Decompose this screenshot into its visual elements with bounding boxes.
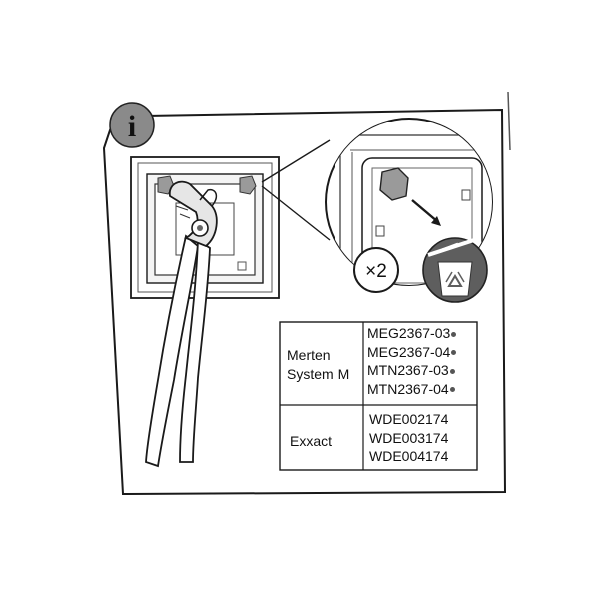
brand-line: Exxact: [290, 433, 333, 449]
product-code: MEG2367-04: [367, 343, 457, 362]
bullet-dot: [449, 387, 455, 393]
removed-clip: [379, 167, 409, 201]
product-code: WDE004174: [369, 448, 449, 464]
table-row-merten-codes: MEG2367-03 MEG2367-04 MTN2367-03 MTN2367…: [367, 324, 457, 399]
product-code: MTN2367-04: [367, 380, 456, 399]
info-icon: i: [109, 102, 155, 148]
frame-screw-hole: [237, 261, 247, 271]
zoom-detail: [325, 118, 493, 286]
info-icon-letter: i: [128, 110, 136, 143]
bullet-dot: [451, 350, 457, 356]
zoom-connector-top: [261, 139, 331, 183]
brand-line: Merten: [287, 347, 331, 363]
bullet-dot: [451, 331, 457, 337]
brand-line: System M: [287, 365, 350, 382]
discard-arrow: [411, 199, 439, 223]
product-code: MTN2367-03: [367, 361, 456, 380]
table-row-exxact-brand: Exxact: [290, 432, 332, 451]
product-code: WDE002174: [369, 411, 449, 427]
bullet-dot: [449, 368, 455, 374]
table-row-merten-brand: Merten System M: [287, 346, 349, 383]
recycle-bin-icon: [422, 237, 488, 303]
product-code: MEG2367-03: [367, 324, 457, 343]
discard-arrow-head: [431, 216, 441, 226]
product-code: WDE003174: [369, 429, 449, 446]
quantity-badge: ×2: [353, 247, 399, 293]
pliers-icon: [145, 180, 218, 468]
quantity-label: ×2: [365, 261, 387, 282]
scan-edge-mark: [507, 91, 511, 151]
table-row-exxact-codes: WDE002174 WDE003174 WDE004174: [369, 410, 448, 466]
compatibility-table: [279, 321, 478, 471]
zoom-connector-bottom: [261, 185, 331, 241]
mounting-clip-right: [239, 175, 257, 195]
